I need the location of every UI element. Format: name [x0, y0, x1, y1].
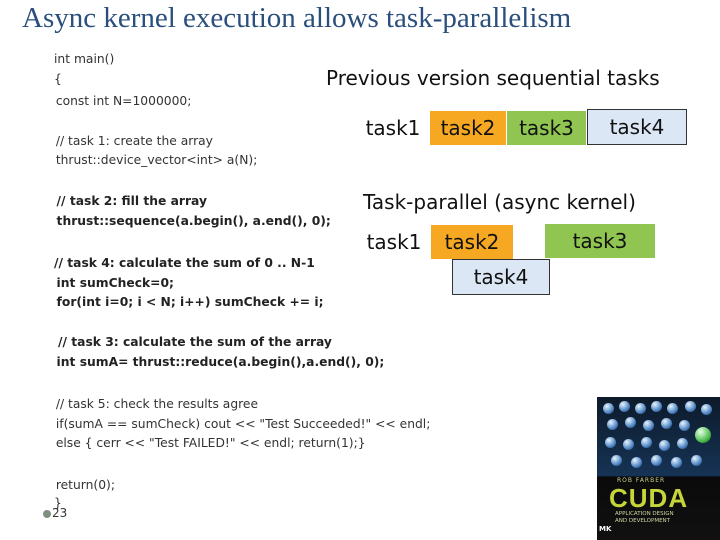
- sphere-icon: [661, 418, 672, 429]
- sphere-icon: [701, 404, 712, 415]
- code-line-task5-else: else { cerr << "Test FAILED!" << endl; r…: [48, 436, 366, 450]
- code-line-const: const int N=1000000;: [48, 94, 192, 108]
- code-line-task1-comment: // task 1: create the array: [48, 134, 213, 148]
- code-line-task4-comment: // task 4: calculate the sum of 0 .. N-1: [54, 256, 315, 270]
- sphere-icon: [671, 457, 682, 468]
- code-line-main: int main(): [54, 52, 115, 66]
- code-line-task3-comment: // task 3: calculate the sum of the arra…: [58, 335, 332, 349]
- code-line-task3-code: int sumA= thrust::reduce(a.begin(),a.end…: [48, 355, 385, 369]
- book-subtitle: APPLICATION DESIGN AND DEVELOPMENT: [615, 511, 674, 524]
- slide-title: Async kernel execution allows task-paral…: [22, 2, 572, 34]
- sequential-task1: task1: [358, 111, 428, 145]
- sequential-task2: task2: [430, 111, 506, 145]
- sequential-heading: Previous version sequential tasks: [326, 66, 660, 90]
- sphere-icon: [643, 420, 654, 431]
- parallel-task1: task1: [358, 225, 430, 259]
- parallel-task4: task4: [452, 259, 550, 295]
- slide-number: 23: [52, 506, 68, 520]
- sphere-icon: [667, 403, 678, 414]
- publisher-logo: MK: [599, 525, 612, 533]
- sequential-task4: task4: [587, 109, 687, 145]
- book-author: ROB FARBER: [617, 477, 666, 484]
- sphere-icon: [677, 438, 688, 449]
- code-line-close-brace: }: [54, 496, 62, 510]
- green-sphere-icon: [695, 427, 711, 443]
- sphere-icon: [679, 420, 690, 431]
- sphere-icon: [611, 455, 622, 466]
- sphere-icon: [619, 401, 630, 412]
- sphere-icon: [603, 403, 614, 414]
- sequential-task3: task3: [507, 111, 586, 145]
- cuda-book-cover-image: ROB FARBER CUDA APPLICATION DESIGN AND D…: [597, 397, 720, 540]
- code-line-task2-comment: // task 2: fill the array: [48, 194, 207, 208]
- sphere-icon: [651, 401, 662, 412]
- parallel-task3: task3: [545, 224, 655, 258]
- sphere-icon: [635, 403, 646, 414]
- sphere-icon: [631, 457, 642, 468]
- book-title: CUDA: [609, 483, 689, 513]
- parallel-task2: task2: [431, 225, 513, 259]
- sphere-icon: [691, 455, 702, 466]
- sphere-icon: [659, 440, 670, 451]
- sphere-icon: [641, 437, 652, 448]
- code-line-task4-init: int sumCheck=0;: [48, 276, 174, 290]
- sphere-icon: [605, 437, 616, 448]
- parallel-heading: Task-parallel (async kernel): [363, 190, 636, 214]
- code-line-open-brace: {: [54, 72, 62, 86]
- code-line-task2-code: thrust::sequence(a.begin(), a.end(), 0);: [48, 214, 331, 228]
- sphere-icon: [623, 439, 634, 450]
- sphere-icon: [651, 455, 662, 466]
- sphere-icon: [607, 419, 618, 430]
- slide-number-bullet: [43, 510, 51, 518]
- sphere-icon: [685, 401, 696, 412]
- code-line-task5-if: if(sumA == sumCheck) cout << "Test Succe…: [48, 417, 431, 431]
- sphere-icon: [625, 417, 636, 428]
- code-line-task4-loop: for(int i=0; i < N; i++) sumCheck += i;: [48, 295, 324, 309]
- code-line-task1-code: thrust::device_vector<int> a(N);: [48, 153, 258, 167]
- code-line-task5-comment: // task 5: check the results agree: [48, 397, 259, 411]
- code-line-return: return(0);: [48, 478, 115, 492]
